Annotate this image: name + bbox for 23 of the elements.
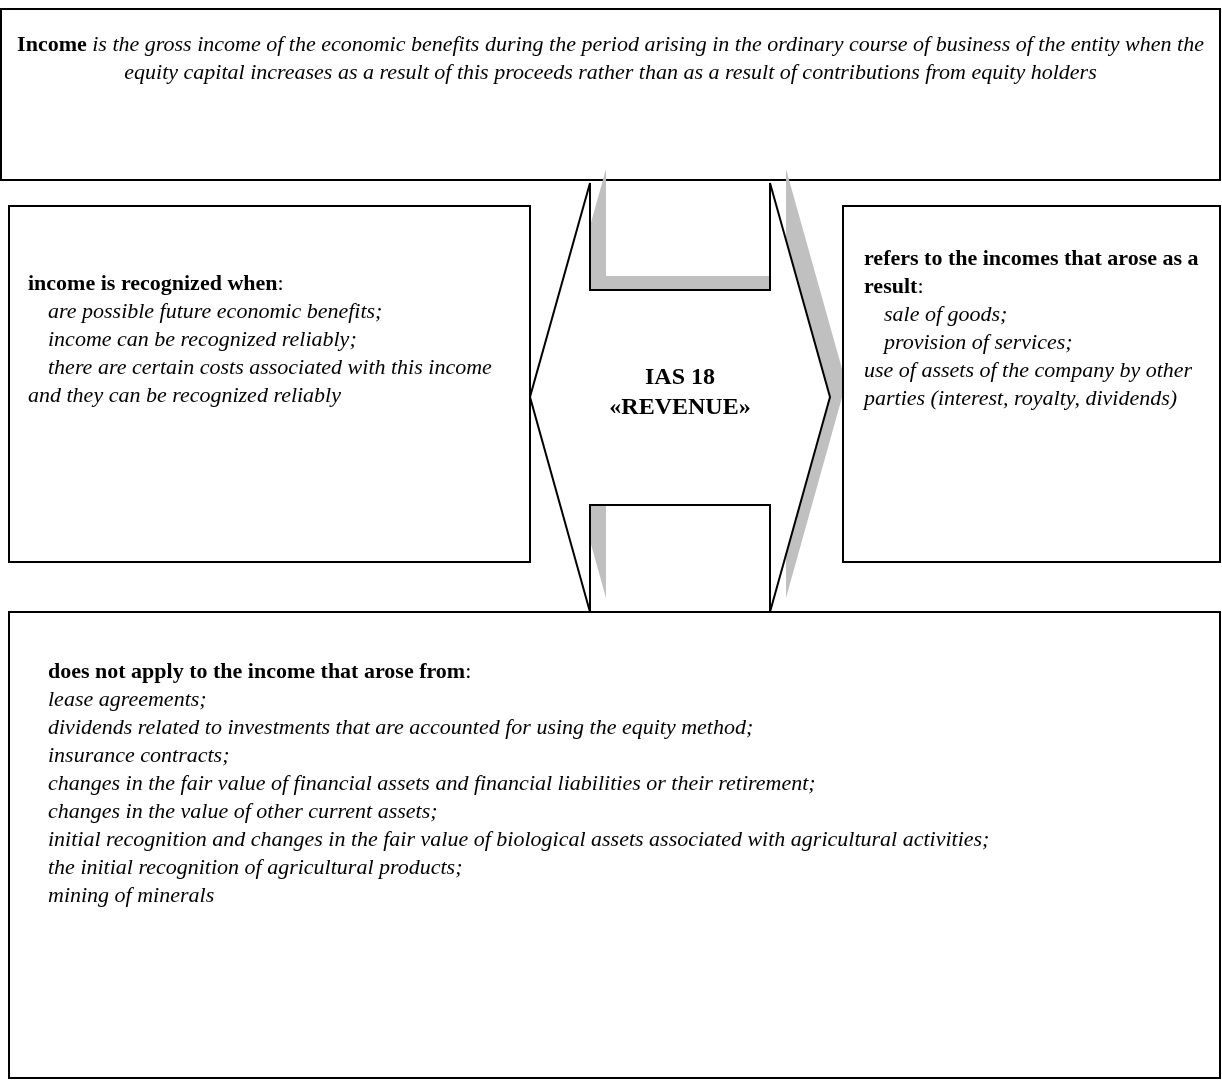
list-item: insurance contracts; xyxy=(47,741,231,769)
list-heading: does not apply to the income that arose from: xyxy=(47,657,473,685)
text-box xyxy=(0,8,1221,181)
text-box xyxy=(8,611,1221,1079)
list-heading: refers to the incomes that arose as a result: xyxy=(864,244,1200,300)
list-item: sale of goods; xyxy=(883,300,1009,328)
list-item: use of assets of the company by other parties (interest, royalty, dividends) xyxy=(864,356,1194,412)
text-box xyxy=(8,205,531,563)
list-item: the initial recognition of agricultural products; xyxy=(47,853,464,881)
list-item: provision of services; xyxy=(882,328,1074,356)
list-item: initial recognition and changes in the fair value of biological assets associated with agricultural activities; xyxy=(47,825,991,853)
list-item: are possible future economic benefits; xyxy=(47,297,384,325)
standard-title: IAS 18 «REVENUE» xyxy=(608,362,752,421)
definition-text: Income is the gross income of the economic benefits during the period arising in the ordinary course of business of the entity when the equity capital increases as a result of this proceeds rather than as a result of contributions from equity holders xyxy=(16,30,1205,86)
list-item: mining of minerals xyxy=(47,881,216,909)
list-item: dividends related to investments that are accounted for using the equity method; xyxy=(47,713,755,741)
list-item: income can be recognized reliably; xyxy=(47,325,358,353)
text-box xyxy=(842,205,1221,563)
list-heading: income is recognized when: xyxy=(28,269,285,297)
list-item: changes in the value of other current assets; xyxy=(47,797,439,825)
list-item: there are certain costs associated with this income and they can be recognized reliably xyxy=(28,353,493,409)
list-item: lease agreements; xyxy=(47,685,208,713)
list-item: changes in the fair value of financial assets and financial liabilities or their retirement; xyxy=(47,769,817,797)
